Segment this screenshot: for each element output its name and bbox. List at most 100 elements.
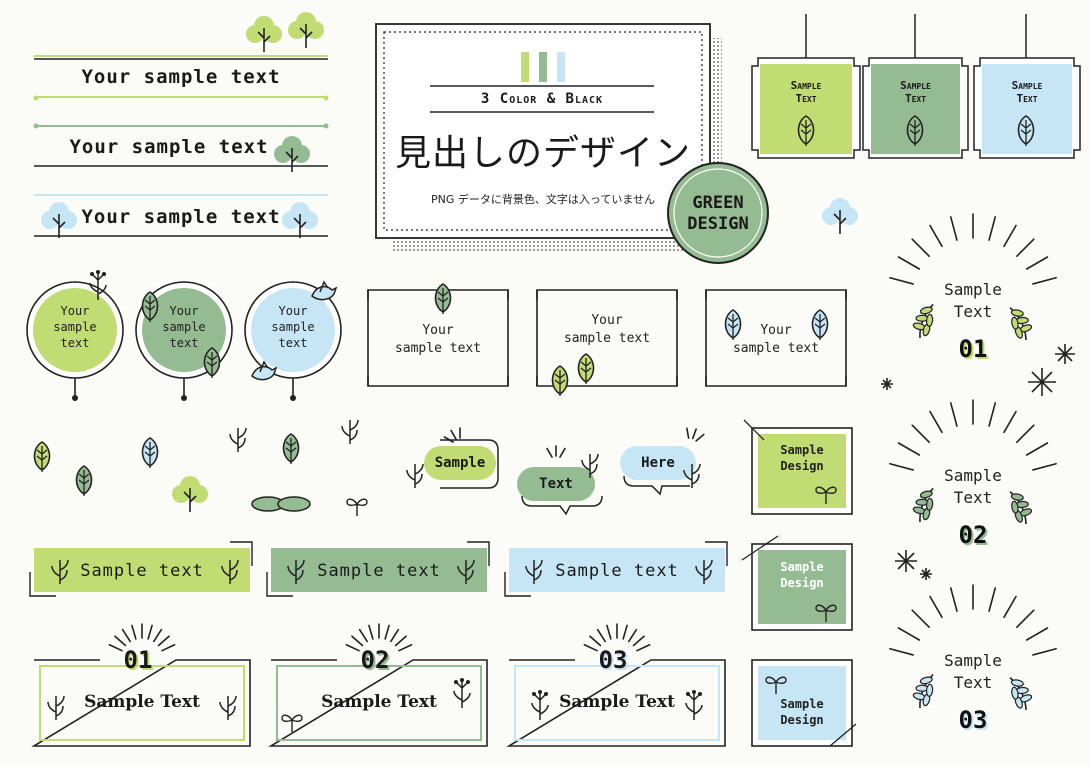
sun-ray	[589, 635, 602, 647]
sun-ray	[988, 216, 997, 241]
sun-ray	[450, 429, 457, 440]
frame-3-line-1: Your	[760, 323, 792, 338]
sun-ray	[1032, 647, 1057, 656]
sun-ray	[1025, 256, 1049, 270]
circle-1-line-1: Your	[60, 304, 90, 318]
sun-ray	[889, 276, 914, 285]
sun-ray	[911, 238, 930, 257]
sun-ray	[546, 447, 553, 458]
sun-ray	[695, 433, 705, 442]
sun-ray	[929, 410, 943, 434]
sun-ray	[949, 216, 958, 241]
tree-icon	[245, 15, 283, 53]
circle-2-line-1: Your	[169, 304, 199, 318]
circle-1-line-3: text	[60, 336, 90, 351]
sun-ray	[1025, 442, 1049, 456]
tag-2-line-1: Sample	[900, 79, 931, 92]
sun-ray	[949, 402, 958, 427]
sun-ray	[622, 624, 628, 640]
wreath-1-line-2: Text	[953, 301, 993, 321]
heading-1: Your sample text	[81, 66, 281, 88]
sun-ray	[1016, 424, 1035, 443]
sprig-icon	[406, 463, 424, 489]
ribbons	[29, 541, 728, 597]
tag-2-line-2: Text	[904, 92, 927, 105]
frame-2-line-1: Your	[591, 313, 623, 328]
circle-3-line-2: sample	[271, 320, 315, 335]
frame-1-line-1: Your	[422, 323, 454, 338]
sun-ray	[988, 587, 997, 612]
sprig-icon	[219, 695, 237, 721]
sun-ray	[988, 402, 997, 427]
ribbon-3-text: Sample text	[555, 561, 679, 581]
sun-ray	[108, 643, 123, 652]
sprig-icon	[47, 695, 65, 721]
square-3-line-2: Design	[780, 713, 824, 728]
speech-bubbles	[406, 439, 701, 516]
badge-inner-ring	[673, 168, 763, 258]
box-2-number: 02	[360, 646, 390, 674]
circle-3-line-1: Your	[278, 304, 308, 318]
sun-ray	[1003, 410, 1017, 434]
line-heading-group	[33, 11, 329, 239]
sun-ray	[394, 635, 407, 647]
sun-ray	[1025, 627, 1049, 641]
sun-ray	[384, 624, 390, 640]
sun-ray	[632, 635, 645, 647]
sun-ray	[889, 462, 914, 471]
tree-icon	[821, 197, 859, 235]
ribbon-2-text: Sample text	[317, 561, 441, 581]
sun-ray	[131, 624, 137, 640]
wreath-2-line-1: Sample	[944, 466, 1002, 485]
leaf-icon	[75, 465, 93, 497]
sun-ray	[1003, 595, 1017, 619]
box-3-text: Sample Text	[559, 692, 675, 712]
badge-line-1: GREEN	[692, 193, 744, 213]
tag-1-line-1: Sample	[790, 79, 822, 92]
frame-2-line-2: sample text	[563, 330, 651, 346]
square-3-line-1: Sample	[780, 697, 824, 711]
sun-ray	[121, 628, 131, 643]
circle-1-line-2: sample	[53, 320, 97, 335]
sun-ray	[1003, 224, 1017, 248]
circle-3-line-3: text	[278, 336, 308, 351]
bubble-sample: Sample	[434, 455, 486, 471]
sun-ray	[691, 428, 697, 440]
flower-icon	[453, 677, 471, 709]
sun-ray	[1016, 609, 1035, 628]
sun-ray	[911, 424, 930, 443]
badge-line-2: DESIGN	[687, 214, 749, 234]
sun-ray	[897, 627, 921, 641]
center-title: 見出しのデザイン	[394, 133, 691, 174]
bubble-text: Text	[539, 476, 573, 492]
circle-2-line-2: sample	[162, 320, 206, 335]
leaf-icon	[434, 283, 452, 315]
sun-ray	[559, 447, 566, 458]
heading-3: Your sample text	[81, 206, 281, 228]
tree-icon	[171, 475, 209, 513]
center-note: PNG データに背景色、文字は入っていません	[430, 193, 655, 206]
leaf-icon	[551, 365, 569, 397]
sun-ray	[443, 436, 454, 443]
wreath-3-number: 03	[958, 706, 988, 734]
frame-1-line-2: sample text	[394, 340, 482, 356]
wreath-3-line-1: Sample	[944, 651, 1002, 670]
sun-ray	[1032, 462, 1057, 471]
tag-3-line-1: Sample	[1011, 79, 1043, 92]
snowflakes	[881, 344, 1075, 580]
sun-ray	[398, 643, 413, 652]
sun-ray	[161, 643, 176, 652]
sun-ray	[390, 628, 400, 643]
bubble-here: Here	[641, 455, 675, 471]
sun-ray	[949, 587, 958, 612]
heading-2: Your sample text	[69, 136, 269, 158]
sprig-icon	[341, 419, 359, 445]
circle-2-line-3: text	[169, 336, 199, 351]
sun-ray	[351, 635, 364, 647]
plant-icon-row	[33, 419, 368, 517]
